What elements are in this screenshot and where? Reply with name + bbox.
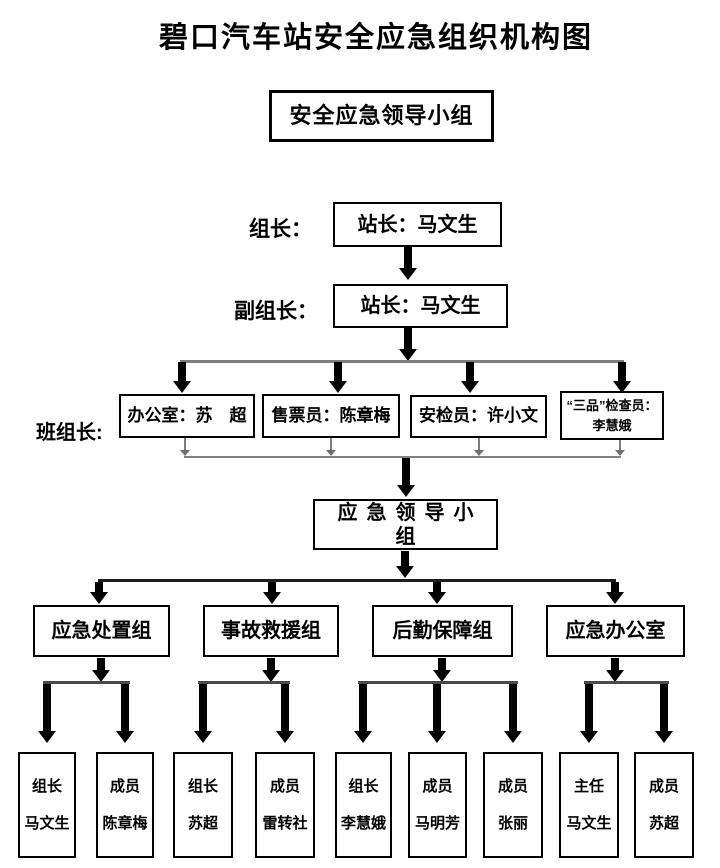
page-title: 碧口汽车站安全应急组织机构图 (158, 22, 593, 54)
box-foreman-office: 办公室：苏 超 (119, 394, 255, 438)
down-arrow-icon (397, 458, 415, 497)
down-arrow-icon (428, 684, 446, 743)
member-name: 马文生 (24, 814, 70, 832)
connector-line (584, 681, 669, 684)
member-name: 李慧娥 (340, 814, 386, 832)
member-box: 主任 马文生 (559, 752, 619, 858)
box-logistics-support-group: 后勤保障组 (372, 605, 513, 657)
member-name: 陈章梅 (102, 814, 148, 832)
foreman-box-line: “三品”检查员： (566, 398, 658, 413)
down-arrow-icon (606, 658, 624, 682)
member-role: 成员 (648, 777, 679, 795)
connector-line (180, 360, 624, 363)
down-arrow-icon (38, 684, 56, 743)
connector-line (198, 681, 290, 684)
down-arrow-icon (504, 684, 522, 743)
thin-down-arrow-icon (474, 438, 484, 456)
label-deputy-leader: 副组长： (234, 300, 318, 323)
box-emergency-response-group: 应急处置组 (33, 605, 170, 657)
down-arrow-icon (276, 684, 294, 743)
down-arrow-icon (354, 684, 372, 743)
member-role: 组长 (31, 777, 62, 795)
member-role: 组长 (187, 777, 218, 795)
box-emergency-office: 应急办公室 (546, 605, 685, 657)
member-box: 组长 李慧娥 (335, 752, 392, 858)
member-name: 马明芳 (414, 814, 460, 832)
member-box: 组长 苏超 (173, 752, 233, 858)
member-name: 苏超 (187, 814, 218, 832)
down-arrow-icon (173, 362, 191, 393)
down-arrow-icon (92, 658, 110, 682)
down-arrow-icon (194, 684, 212, 743)
down-arrow-icon (461, 362, 479, 393)
member-role: 成员 (109, 777, 140, 795)
connector-line (358, 681, 518, 684)
box-group-leader: 站长：马文生 (333, 202, 502, 247)
member-box: 成员 张丽 (483, 752, 543, 858)
connector-line (184, 456, 621, 458)
member-role: 成员 (497, 777, 528, 795)
down-arrow-icon (262, 658, 280, 682)
connector-line (43, 681, 130, 684)
foreman-box-line: 李慧娥 (592, 417, 632, 433)
box-emergency-leading-group: 应急领导小组 (313, 499, 498, 550)
member-box: 成员 陈章梅 (96, 752, 154, 858)
box-accident-rescue-group: 事故救援组 (203, 605, 339, 657)
member-box: 成员 马明芳 (408, 752, 467, 858)
down-arrow-icon (399, 247, 417, 280)
down-arrow-icon (329, 362, 347, 393)
connector-line (98, 579, 616, 582)
box-foreman-security-inspector: 安检员：许小文 (410, 395, 547, 438)
down-arrow-icon (263, 582, 281, 604)
member-role: 组长 (348, 777, 379, 795)
down-arrow-icon (399, 328, 417, 361)
member-box: 成员 苏超 (634, 752, 694, 858)
down-arrow-icon (116, 684, 134, 743)
box-foreman-ticket-seller: 售票员：陈章梅 (262, 394, 400, 438)
member-name: 马文生 (566, 814, 612, 832)
thin-down-arrow-icon (326, 438, 336, 456)
label-foreman: 班组长: (36, 422, 103, 444)
member-box: 组长 马文生 (18, 752, 76, 858)
member-name: 张丽 (497, 814, 528, 832)
down-arrow-icon (613, 362, 631, 393)
member-role: 主任 (573, 777, 604, 795)
thin-down-arrow-icon (615, 440, 625, 456)
down-arrow-icon (90, 582, 108, 604)
down-arrow-icon (396, 551, 414, 578)
down-arrow-icon (580, 684, 598, 743)
member-name: 苏超 (648, 814, 679, 832)
down-arrow-icon (433, 658, 451, 682)
down-arrow-icon (428, 582, 446, 604)
down-arrow-icon (606, 582, 624, 604)
member-role: 成员 (422, 777, 453, 795)
label-group-leader: 组长： (249, 218, 312, 241)
box-foreman-sanpin-inspector: “三品”检查员： 李慧娥 (560, 391, 664, 440)
member-role: 成员 (269, 777, 300, 795)
box-safety-emergency-leading-group: 安全应急领导小组 (269, 90, 494, 142)
thin-down-arrow-icon (180, 438, 190, 456)
member-name: 雷转社 (262, 814, 308, 832)
down-arrow-icon (655, 684, 673, 743)
member-box: 成员 雷转社 (255, 752, 315, 858)
box-deputy-leader: 站长：马文生 (333, 284, 508, 328)
